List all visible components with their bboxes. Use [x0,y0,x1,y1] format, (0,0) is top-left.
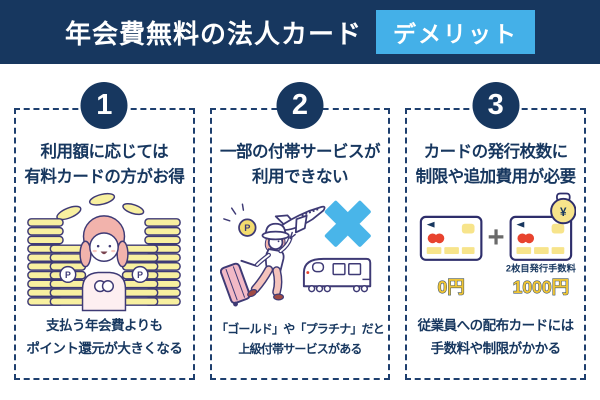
plus-icon: + [487,223,504,255]
section-2: 2 一部の付帯サービスが 利用できない [209,82,391,380]
section-1: 1 利用額に応じては 有料カードの方がお得 [14,82,195,380]
points-woman-illustration: P [20,190,189,316]
x-mark-icon [324,200,371,247]
coin-stack-left-icon [27,218,87,307]
sections-row: 1 利用額に応じては 有料カードの方がお得 [14,82,587,380]
point-symbol: P [65,270,71,280]
section-1-title: 利用額に応じては 有料カードの方がお得 [24,143,185,186]
section-3: 3 カードの発行枚数に 制限や追加費用が必要 [405,82,587,380]
section-2-title: 一部の付帯サービスが 利用できない [220,143,381,186]
travel-services-illustration: P [216,190,385,321]
coin-stack-right-icon [122,218,182,307]
extra-card-fee-illustration: + [411,190,580,316]
airplane-icon [274,205,326,234]
section-2-box: 一部の付帯サービスが 利用できない [209,108,391,380]
happy-woman-figure [79,215,129,312]
credit-card-icon [419,216,483,262]
second-card-fee-note: 2枚目発行手数料 [506,263,576,274]
travel-crossed-icon: P [220,200,372,307]
point-symbol: P [137,270,143,280]
points-woman-icon: P [27,193,182,312]
section-3-number-badge: 3 [472,82,520,129]
floating-coins-icon [56,193,145,221]
demerit-badge: デメリット [376,10,535,54]
section-2-number-badge: 2 [276,82,324,129]
first-card-price: 0円 [437,277,464,297]
money-bag-icon: ¥ [549,193,576,225]
section-2-caption: 「ゴールド」や「プラチナ」だと 上級付帯サービスがある [216,322,385,357]
point-symbol: P [244,223,250,233]
section-3-title: カードの発行枚数に 制限や追加費用が必要 [415,143,577,186]
traveler-figure: P [220,203,296,307]
cards-fee-icon: + [419,193,576,298]
section-3-caption: 従業員への配布カードには 手数料や制限がかかる [417,318,575,356]
page-title: 年会費無料の法人カード [64,18,362,49]
section-1-number-badge: 1 [80,82,128,129]
section-3-box: カードの発行枚数に 制限や追加費用が必要 [405,108,587,380]
section-1-caption: 支払う年会費よりも ポイント還元が大きくなる [26,318,183,356]
credit-card-icon [509,216,572,262]
section-1-box: 利用額に応じては 有料カードの方がお得 [14,108,195,380]
yen-symbol: ¥ [560,206,567,219]
second-card-price: 1000円 [512,277,569,297]
train-icon [302,257,372,293]
header-bar: 年会費無料の法人カード デメリット [0,0,600,64]
